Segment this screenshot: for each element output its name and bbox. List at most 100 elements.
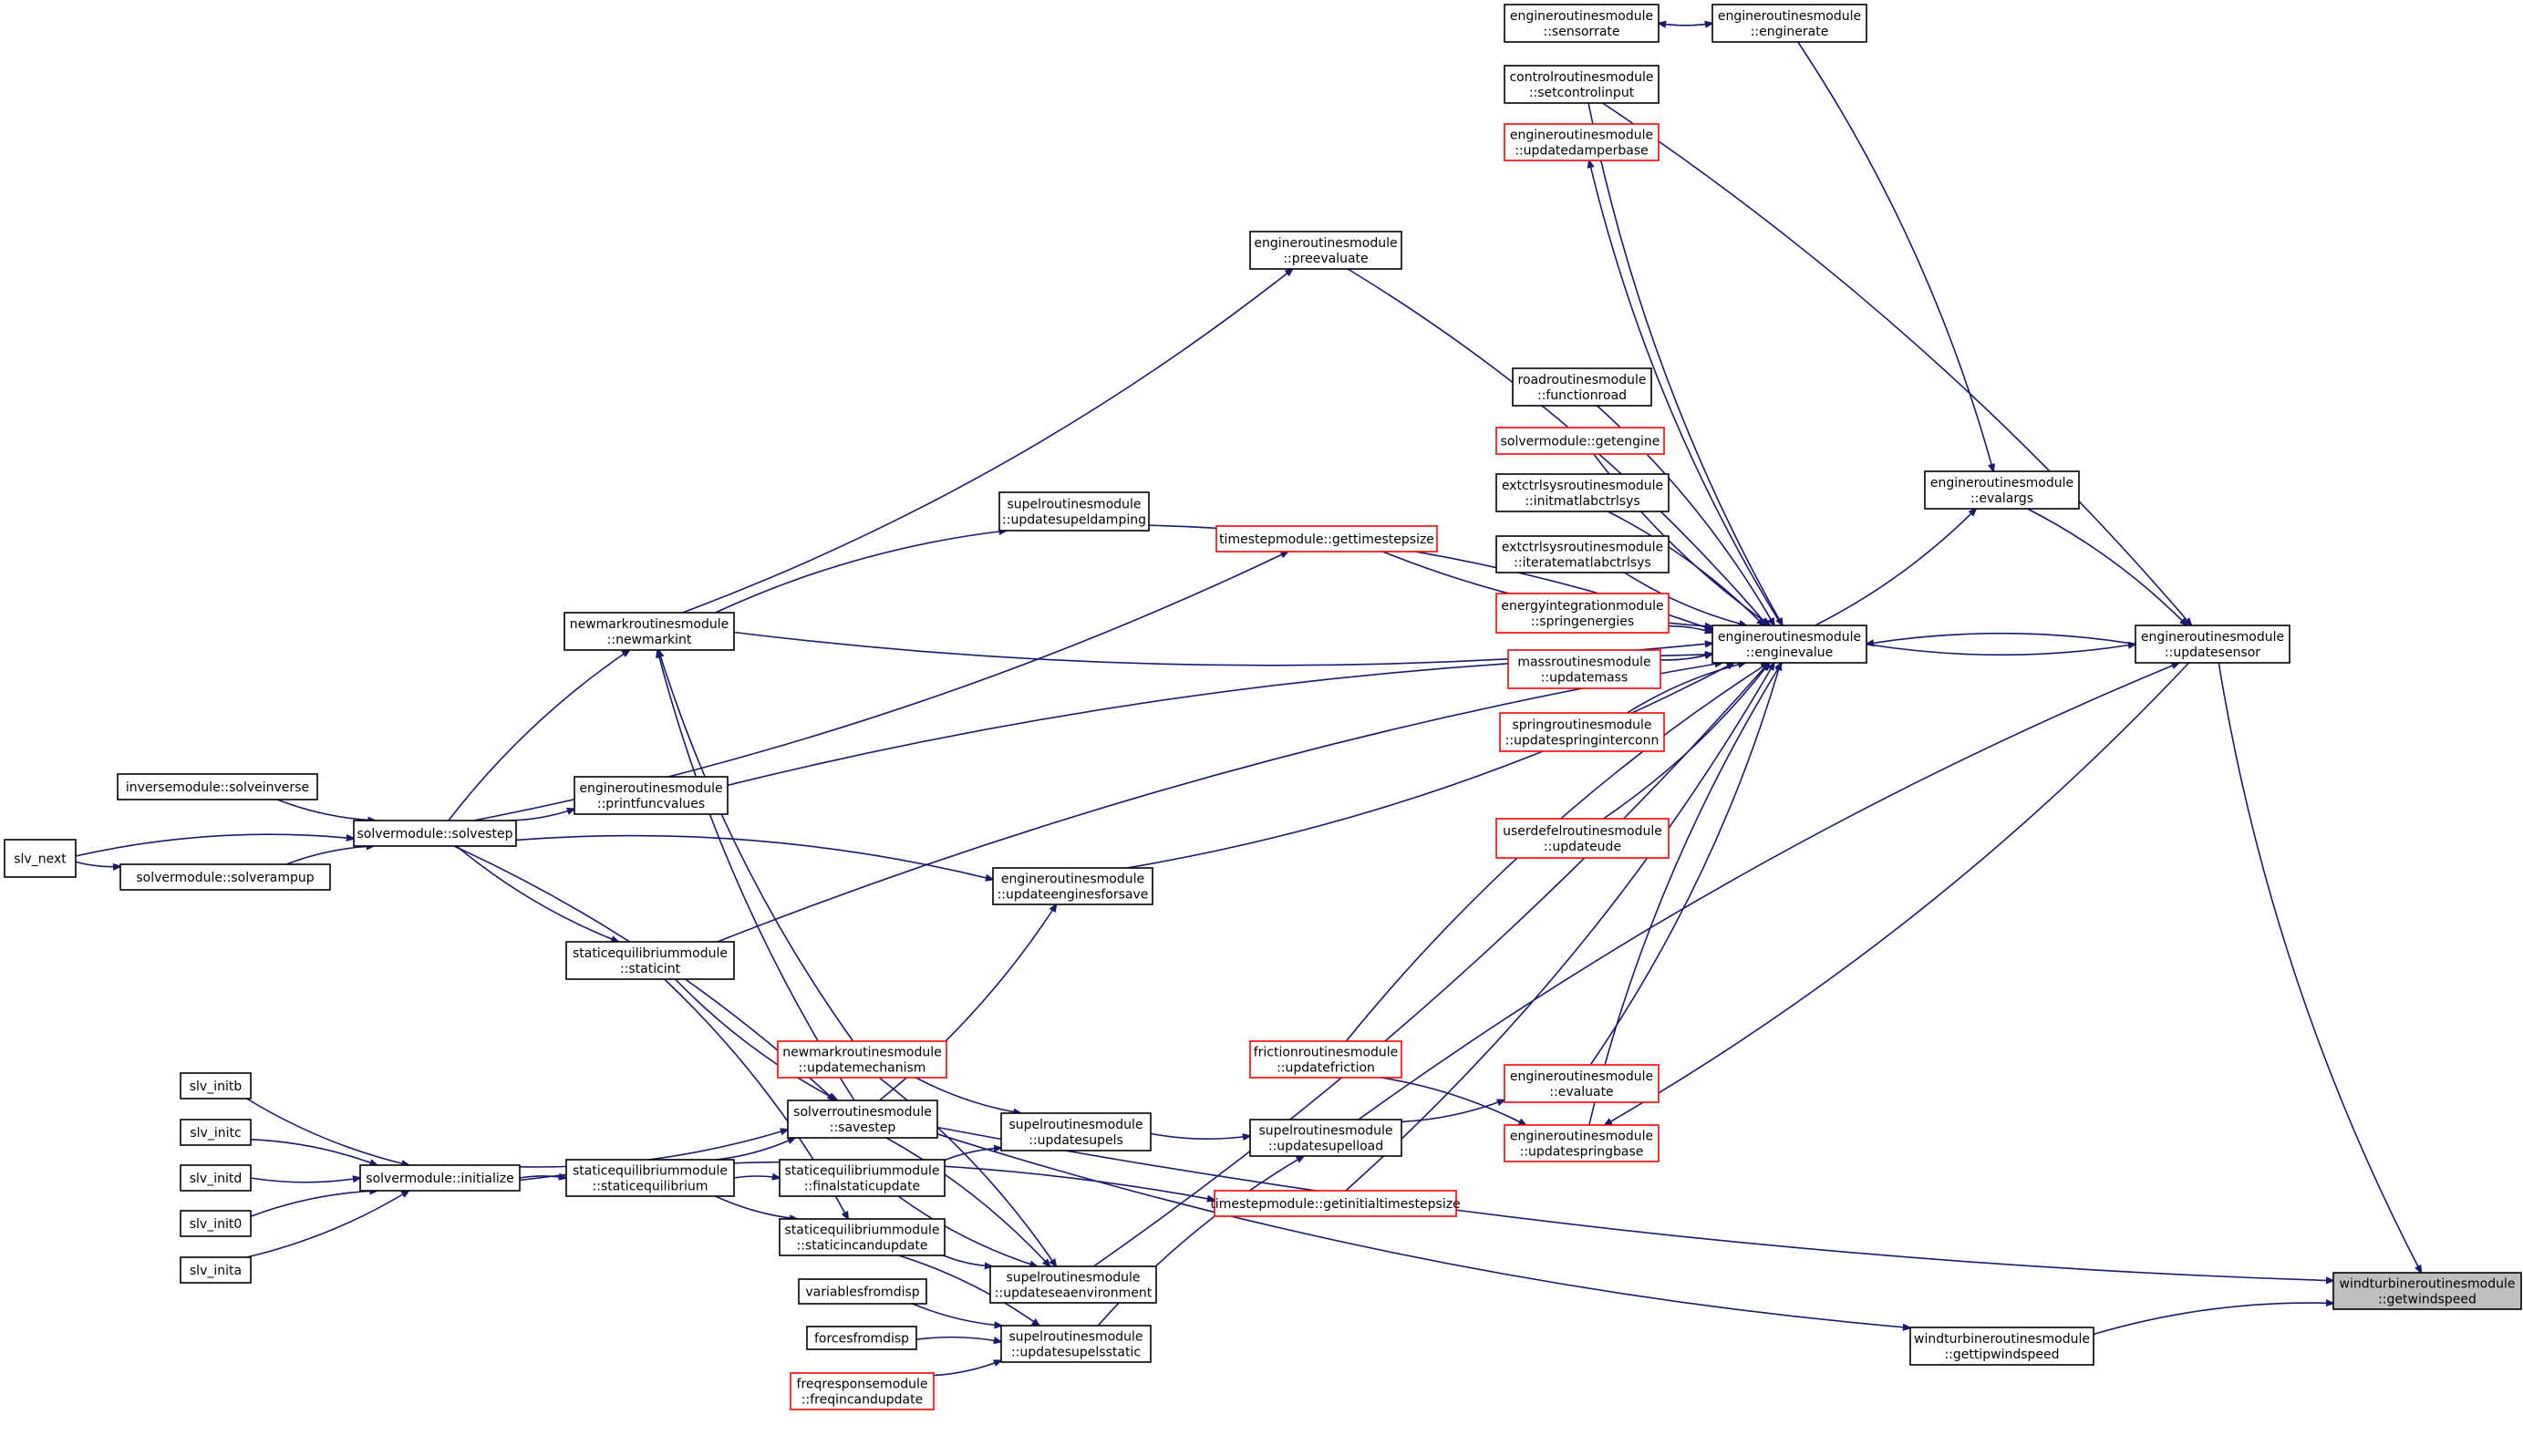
node-box xyxy=(1495,818,1670,859)
edge-staticincandupdate-to-updateseaenvironment xyxy=(943,1255,993,1266)
node-newmarkint[interactable]: newmarkroutinesmodule::newmarkint xyxy=(564,612,735,651)
node-sensorrate[interactable]: engineroutinesmodule::sensorrate xyxy=(1504,4,1660,43)
node-label: slv_init0 xyxy=(190,1217,243,1232)
node-updatesupelload[interactable]: supelroutinesmodule::updatesupelload xyxy=(1249,1119,1402,1157)
node-layer: engineroutinesmodule::sensorrateenginero… xyxy=(4,4,2522,1410)
node-evalargs[interactable]: engineroutinesmodule::evalargs xyxy=(1924,470,2080,510)
node-iteratematlabctrlsys[interactable]: extctrlsysroutinesmodule::iteratematlabc… xyxy=(1495,535,1670,573)
node-initmatlabctrlsys[interactable]: extctrlsysroutinesmodule::initmatlabctrl… xyxy=(1495,473,1670,512)
node-label: variablesfromdisp xyxy=(805,1286,919,1300)
node-label: ::staticint xyxy=(620,962,681,976)
node-label: roadroutinesmodule xyxy=(1518,373,1647,387)
node-gettimestepsize[interactable]: timestepmodule::gettimestepsize xyxy=(1215,525,1438,552)
node-label: ::preevaluate xyxy=(1283,252,1368,266)
node-updatespringbase[interactable]: engineroutinesmodule::updatespringbase xyxy=(1504,1124,1660,1162)
node-slv_initc[interactable]: slv_initc xyxy=(180,1119,252,1146)
node-solvestep[interactable]: solvermodule::solvestep xyxy=(353,820,517,847)
node-finalstaticupdate[interactable]: staticequilibriummodule::finalstaticupda… xyxy=(779,1159,946,1197)
node-box xyxy=(798,1278,927,1305)
node-label: controlroutinesmodule xyxy=(1509,70,1653,85)
node-setcontrolinput[interactable]: controlroutinesmodule::setcontrolinput xyxy=(1504,65,1660,104)
node-label: ::setcontrolinput xyxy=(1529,86,1635,100)
edge-solvestep-to-newmarkint xyxy=(448,650,629,821)
node-updatespringinterconn[interactable]: springroutinesmodule::updatespringinterc… xyxy=(1499,712,1665,752)
node-box xyxy=(1909,1327,2094,1366)
node-box xyxy=(1512,367,1652,407)
node-label: engineroutinesmodule xyxy=(1718,9,1861,24)
node-solverampup[interactable]: solvermodule::solverampup xyxy=(119,863,331,891)
node-updatedamperbase[interactable]: engineroutinesmodule::updatedamperbase xyxy=(1504,123,1660,161)
node-springenergies[interactable]: energyintegrationmodule::springenergies xyxy=(1495,593,1670,634)
node-box xyxy=(998,491,1150,532)
node-updatemechanism[interactable]: newmarkroutinesmodule::updatemechanism xyxy=(777,1040,947,1079)
node-freqincandupdate[interactable]: freqresponsemodule::freqincandupdate xyxy=(790,1372,935,1410)
edge-slv_init0-to-initialize xyxy=(250,1191,377,1217)
node-slv_next[interactable]: slv_next xyxy=(4,839,77,878)
node-label: ::evalargs xyxy=(1970,491,2033,506)
node-forcesfromdisp[interactable]: forcesfromdisp xyxy=(806,1326,917,1350)
edge-solvestep-to-printfuncvalues xyxy=(507,809,574,821)
node-updateude[interactable]: userdefelroutinesmodule::updateude xyxy=(1495,818,1670,859)
node-box xyxy=(1924,470,2080,510)
edge-springenergies-to-enginevalue xyxy=(1668,625,1712,633)
node-label: ::staticincandupdate xyxy=(797,1239,928,1254)
node-box xyxy=(180,1256,252,1284)
node-updatemass[interactable]: massroutinesmodule::updatemass xyxy=(1507,649,1661,689)
edge-staticequilibrium-to-savestep xyxy=(716,1138,795,1161)
node-updateenginesforsave[interactable]: engineroutinesmodule::updateenginesforsa… xyxy=(992,867,1153,905)
node-getinitialtimestepsize[interactable]: timestepmodule::getinitialtimestepsize xyxy=(1210,1190,1461,1217)
edge-staticint-to-savestep xyxy=(674,978,838,1100)
node-slv_inita[interactable]: slv_inita xyxy=(180,1256,252,1284)
node-updateseaenvironment[interactable]: supelroutinesmodule::updateseaenvironmen… xyxy=(989,1265,1157,1304)
node-solveinverse[interactable]: inversemodule::solveinverse xyxy=(117,773,318,800)
node-label: slv_next xyxy=(14,852,67,867)
node-box xyxy=(1495,535,1670,573)
node-label: newmarkroutinesmodule xyxy=(570,617,729,632)
node-label: energyintegrationmodule xyxy=(1501,599,1663,614)
node-label: ::staticequilibrium xyxy=(593,1180,708,1194)
node-slv_init0[interactable]: slv_init0 xyxy=(180,1210,252,1237)
node-enginevalue[interactable]: engineroutinesmodule::enginevalue xyxy=(1711,625,1867,664)
edge-slv_initb-to-initialize xyxy=(246,1098,409,1165)
node-slv_initd[interactable]: slv_initd xyxy=(180,1164,252,1192)
node-evaluate[interactable]: engineroutinesmodule::evaluate xyxy=(1504,1064,1660,1103)
node-initialize[interactable]: solvermodule::initialize xyxy=(359,1164,521,1192)
node-updatesupels[interactable]: supelroutinesmodule::updatesupels xyxy=(1000,1112,1152,1151)
node-gettipwindspeed[interactable]: windturbineroutinesmodule::gettipwindspe… xyxy=(1909,1327,2094,1366)
node-preevaluate[interactable]: engineroutinesmodule::preevaluate xyxy=(1249,231,1402,270)
node-slv_initb[interactable]: slv_initb xyxy=(180,1072,252,1100)
node-label: timestepmodule::getinitialtimestepsize xyxy=(1210,1197,1460,1212)
node-updatesupeldamping[interactable]: supelroutinesmodule::updatesupeldamping xyxy=(998,491,1150,532)
node-box xyxy=(1499,712,1665,752)
edge-enginerate-to-evalargs xyxy=(1797,41,1993,471)
edge-updatemechanism-to-updateseaenvironment xyxy=(878,1077,1056,1266)
edge-updatespringbase-to-enginevalue xyxy=(1588,663,1782,1126)
node-getengine[interactable]: solvermodule::getengine xyxy=(1495,427,1665,455)
node-staticincandupdate[interactable]: staticequilibriummodule::staticincandupd… xyxy=(779,1218,946,1256)
node-label: ::updatesensor xyxy=(2165,645,2260,660)
edge-slv_initd-to-initialize xyxy=(250,1178,360,1183)
node-label: frictionroutinesmodule xyxy=(1254,1046,1399,1060)
node-label: ::updateenginesforsave xyxy=(998,888,1149,903)
node-printfuncvalues[interactable]: engineroutinesmodule::printfuncvalues xyxy=(574,776,729,815)
node-label: ::evaluate xyxy=(1549,1085,1613,1100)
node-box xyxy=(574,776,729,815)
edge-solveinverse-to-solvestep xyxy=(276,799,376,821)
node-savestep[interactable]: solverroutinesmodule::savestep xyxy=(787,1100,938,1139)
node-updatesupelsstatic[interactable]: supelroutinesmodule::updatesupelsstatic xyxy=(1000,1325,1152,1363)
node-label: staticequilibriummodule xyxy=(573,1164,728,1179)
edge-enginevalue-to-evalargs xyxy=(1815,509,1976,626)
node-label: slv_initb xyxy=(190,1079,243,1094)
node-staticequilibrium[interactable]: staticequilibriummodule::staticequilibri… xyxy=(565,1159,735,1197)
node-updatefriction[interactable]: frictionroutinesmodule::updatefriction xyxy=(1249,1040,1402,1079)
node-label: ::updateude xyxy=(1544,840,1621,854)
node-getwindspeed[interactable]: windturbineroutinesmodule::getwindspeed xyxy=(2332,1272,2522,1310)
node-variablesfromdisp[interactable]: variablesfromdisp xyxy=(798,1278,927,1305)
node-updatesensor[interactable]: engineroutinesmodule::updatesensor xyxy=(2135,625,2290,664)
node-enginerate[interactable]: engineroutinesmodule::enginerate xyxy=(1711,4,1867,43)
node-functionroad[interactable]: roadroutinesmodule::functionroad xyxy=(1512,367,1652,407)
edge-savestep-to-updateseaenvironment xyxy=(885,1137,1050,1266)
node-staticint[interactable]: staticequilibriummodule::staticint xyxy=(565,941,735,980)
node-label: supelroutinesmodule xyxy=(1008,1330,1143,1345)
edge-variablesfromdisp-to-updatesupelsstatic xyxy=(912,1303,1002,1326)
